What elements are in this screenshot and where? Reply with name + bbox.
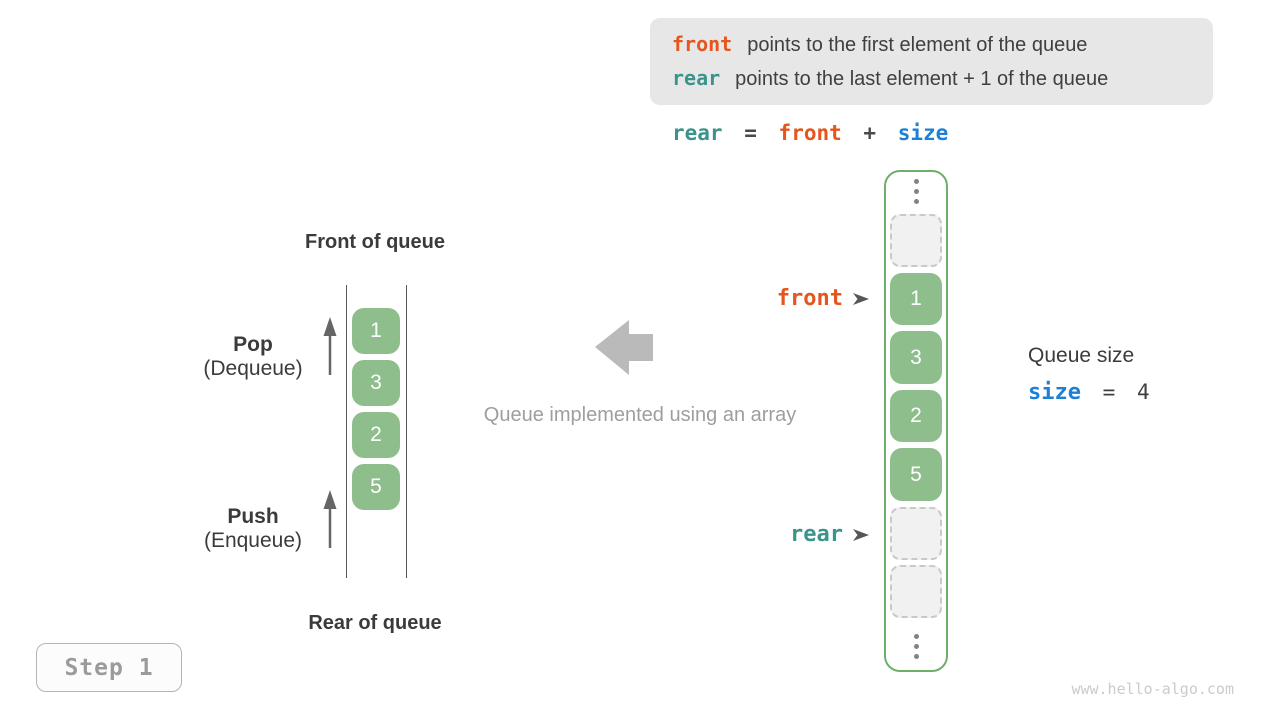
array-cell-2: 2 (890, 390, 942, 442)
step-badge: Step 1 (36, 643, 182, 692)
pop-label: Pop (233, 333, 273, 356)
size-equals: = (1102, 380, 1116, 404)
rear-definition-text: points to the last element + 1 of the qu… (735, 68, 1109, 90)
left-cell-3: 5 (352, 464, 400, 510)
front-pointer: front (660, 286, 870, 311)
formula-equals: = (744, 121, 757, 145)
ellipsis-top-icon (884, 179, 948, 204)
push-label-group: Push (Enqueue) (173, 505, 333, 553)
rear-pointer-label: rear (790, 522, 843, 547)
left-cell-1: 3 (352, 360, 400, 406)
push-up-arrow-icon (323, 490, 337, 548)
formula-size: size (897, 121, 949, 145)
formula-plus: + (863, 121, 877, 145)
size-number: 4 (1136, 380, 1150, 404)
queue-size-value: size = 4 (1028, 380, 1150, 405)
array-cell-empty-rear (890, 507, 942, 560)
dequeue-label: (Dequeue) (203, 357, 303, 380)
pop-label-group: Pop (Dequeue) (173, 333, 333, 381)
front-of-queue-label: Front of queue (305, 231, 445, 253)
watermark: www.hello-algo.com (1071, 680, 1234, 698)
rear-keyword: rear (672, 66, 721, 90)
pointer-definitions-box: front points to the first element of the… (650, 18, 1213, 105)
array-cell-empty-top (890, 214, 942, 267)
front-definition: front points to the first element of the… (672, 32, 1213, 57)
rear-pointer: rear (660, 522, 870, 547)
queue-channel (346, 285, 407, 578)
formula-rear: rear (672, 121, 723, 145)
enqueue-label: (Enqueue) (203, 529, 303, 552)
left-block-arrow-icon (595, 320, 653, 375)
array-cell-empty-bottom (890, 565, 942, 618)
array-cell-3: 5 (890, 448, 942, 501)
left-cell-2: 2 (352, 412, 400, 458)
pop-up-arrow-icon (323, 317, 337, 375)
rear-of-queue-label: Rear of queue (308, 612, 442, 634)
array-cell-0: 1 (890, 273, 942, 325)
rear-definition: rear points to the last element + 1 of t… (672, 66, 1213, 91)
formula-front: front (778, 121, 842, 145)
array-cell-1: 3 (890, 331, 942, 384)
pointer-formula: rear = front + size (672, 121, 948, 145)
array-implementation-caption: Queue implemented using an array (483, 404, 797, 426)
size-variable: size (1028, 380, 1081, 405)
queue-size-label: Queue size (1028, 344, 1135, 367)
push-label: Push (227, 505, 279, 528)
left-cell-0: 1 (352, 308, 400, 354)
front-keyword: front (672, 32, 733, 56)
rear-pointer-arrowhead-icon (853, 528, 869, 541)
front-definition-text: points to the first element of the queue (747, 34, 1088, 56)
front-pointer-arrowhead-icon (853, 292, 869, 305)
front-pointer-label: front (776, 286, 843, 311)
ellipsis-bottom-icon (884, 634, 948, 659)
